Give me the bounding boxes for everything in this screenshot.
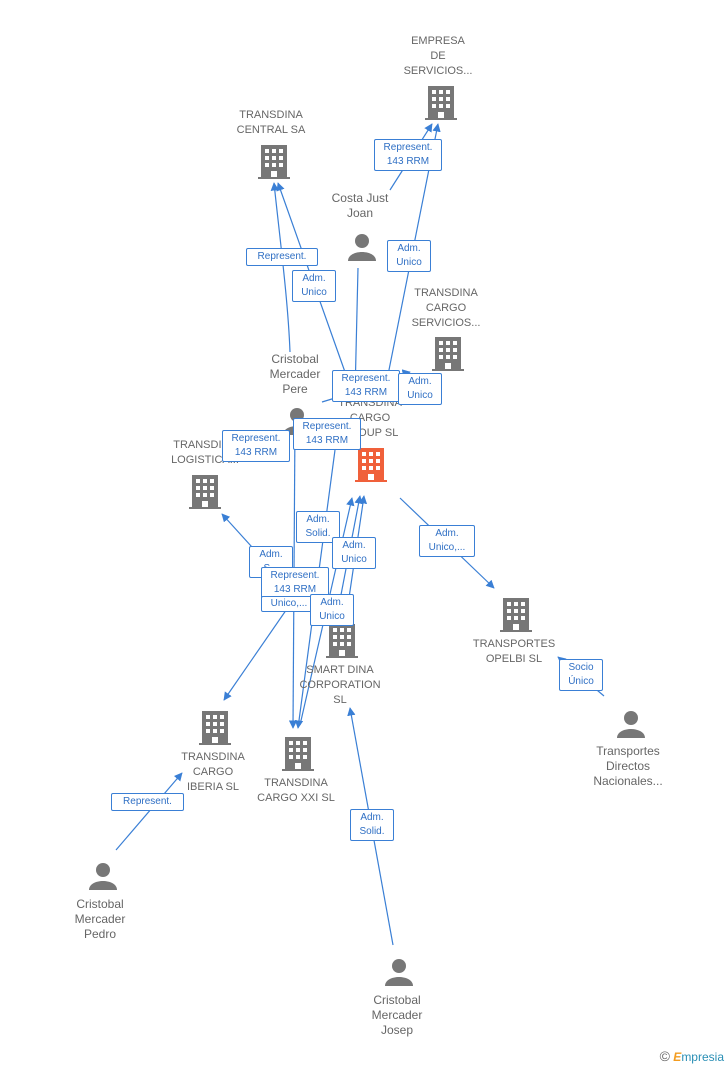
building-icon — [500, 598, 532, 632]
person-icon — [348, 234, 376, 261]
edge-label[interactable]: Represent. — [111, 793, 184, 811]
building-icon — [326, 624, 358, 658]
node-label-cristobal-pedro[interactable]: Cristobal Mercader Pedro — [74, 897, 126, 941]
edge-label[interactable]: Adm. Unico — [387, 240, 431, 272]
edge-label[interactable]: Adm. Solid. — [350, 809, 394, 841]
copyright-icon: © — [659, 1048, 670, 1064]
edge-label[interactable]: Adm. Unico — [398, 373, 442, 405]
edge-label[interactable]: Represent. 143 RRM — [222, 430, 290, 462]
person-icon — [617, 711, 645, 738]
node-label-transportes-directos[interactable]: Transportes Directos Nacionales... — [593, 744, 663, 788]
person-icon — [385, 959, 413, 986]
edge-label[interactable]: Socio Único — [559, 659, 603, 691]
edge-label[interactable]: Adm. Unico — [332, 537, 376, 569]
node-label-transdina-cargo-xxi[interactable]: TRANSDINA CARGO XXI SL — [257, 777, 335, 804]
edge-pere-central — [270, 182, 291, 353]
node-label-transdina-logistica[interactable]: TRANSDINA LOGISTICA... — [171, 439, 239, 466]
edge-label[interactable]: Represent. 143 RRM — [332, 370, 400, 402]
building-icon — [355, 448, 387, 482]
building-icon — [199, 711, 231, 745]
node-label-transdina-cargo-servicios[interactable]: TRANSDINA CARGO SERVICIOS... — [411, 287, 481, 329]
brand-initial: E — [673, 1050, 682, 1064]
building-icon — [258, 145, 290, 179]
brand-name: mpresia — [681, 1050, 724, 1064]
edge-label[interactable]: Represent. — [246, 248, 318, 266]
edge-label[interactable]: Adm. Unico — [292, 270, 336, 302]
edge-label[interactable]: Unico,... — [261, 596, 317, 612]
building-icon — [282, 737, 314, 771]
person-icon — [89, 863, 117, 890]
node-label-transdina-central[interactable]: TRANSDINA CENTRAL SA — [236, 109, 306, 136]
edge-label[interactable]: Adm. Solid. — [296, 511, 340, 543]
edge-label[interactable]: Adm. Unico,... — [419, 525, 475, 557]
brand-logo: © Empresia — [660, 1048, 724, 1064]
node-label-transdina-cargo-iberia[interactable]: TRANSDINA CARGO IBERIA SL — [181, 751, 245, 793]
building-icon — [425, 86, 457, 120]
building-icon — [189, 475, 221, 509]
node-label-empresa-servicios[interactable]: EMPRESA DE SERVICIOS... — [403, 35, 473, 77]
edge-label[interactable]: Represent. 143 RRM — [293, 418, 361, 450]
node-label-transportes-opelbi[interactable]: TRANSPORTES OPELBI SL — [472, 638, 556, 665]
node-label-smart-dina[interactable]: SMART DINA CORPORATION SL — [299, 664, 381, 706]
node-label-cristobal-pere[interactable]: Cristobal Mercader Pere — [269, 352, 321, 396]
edge-label[interactable]: Represent. 143 RRM — [261, 567, 329, 599]
node-label-costa-just[interactable]: Costa Just Joan — [331, 191, 389, 220]
node-label-cristobal-josep[interactable]: Cristobal Mercader Josep — [371, 993, 423, 1037]
building-icon — [432, 337, 464, 371]
edge-pedro-iberia — [115, 772, 183, 851]
edge-label[interactable]: Represent. 143 RRM — [374, 139, 442, 171]
edge-label[interactable]: Adm. Unico — [310, 594, 354, 626]
